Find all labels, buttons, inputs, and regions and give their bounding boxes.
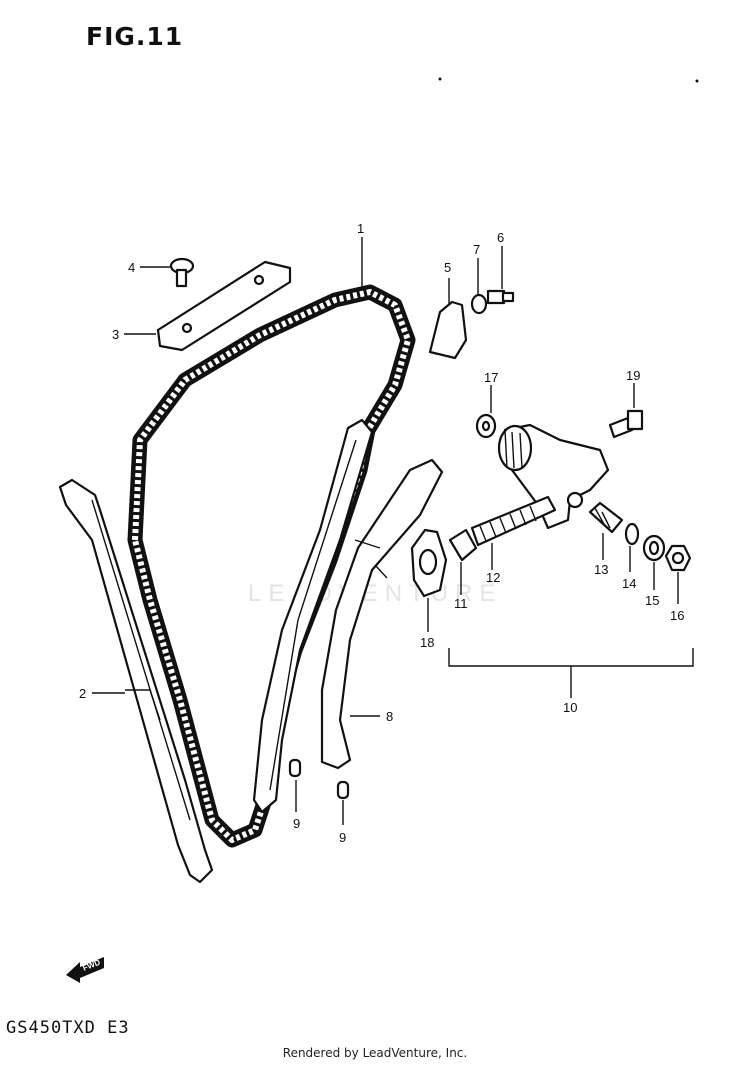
callout-10: 10 bbox=[563, 700, 577, 715]
guide-plate-screw[interactable] bbox=[169, 257, 195, 288]
washer-17[interactable] bbox=[475, 413, 497, 439]
callout-3: 3 bbox=[112, 327, 119, 342]
figure-title: FIG.11 bbox=[86, 22, 184, 51]
dot-mark bbox=[695, 79, 699, 83]
callout-16: 16 bbox=[670, 608, 684, 623]
callout-labels: 1 2 3 4 5 6 7 8 9 9 10 11 12 13 14 15 16… bbox=[79, 221, 684, 845]
callout-15: 15 bbox=[645, 593, 659, 608]
callout-6: 6 bbox=[497, 230, 504, 245]
callout-19: 19 bbox=[626, 368, 640, 383]
guide-damper-right[interactable] bbox=[336, 780, 350, 800]
tensioner-cushion[interactable] bbox=[428, 300, 468, 360]
callout-12: 12 bbox=[486, 570, 500, 585]
tensioner-body[interactable] bbox=[497, 423, 610, 530]
callout-9a: 9 bbox=[293, 816, 300, 831]
guide-plate[interactable] bbox=[156, 260, 292, 352]
tensioner-bolt-19[interactable] bbox=[608, 409, 644, 439]
tensioner-plunger-head[interactable] bbox=[448, 528, 478, 562]
guide-damper-left[interactable] bbox=[288, 758, 302, 778]
callout-8: 8 bbox=[386, 709, 393, 724]
callout-2: 2 bbox=[79, 686, 86, 701]
watermark: LEADVENTURE bbox=[248, 580, 503, 607]
callout-4: 4 bbox=[128, 260, 135, 275]
dot-mark bbox=[438, 77, 442, 81]
fwd-arrow-icon: FWD bbox=[66, 957, 104, 983]
chain-tensioner-guide[interactable] bbox=[320, 458, 444, 770]
lock-nut[interactable] bbox=[664, 544, 692, 572]
callout-14: 14 bbox=[622, 576, 636, 591]
callout-11: 11 bbox=[454, 596, 468, 611]
callout-13: 13 bbox=[594, 562, 608, 577]
chain-guide-rear[interactable] bbox=[58, 478, 214, 884]
lock-screw[interactable] bbox=[588, 501, 624, 534]
callout-5: 5 bbox=[444, 260, 451, 275]
render-credit: Rendered by LeadVenture, Inc. bbox=[282, 1046, 468, 1060]
tensioner-bolt-6[interactable] bbox=[486, 289, 515, 305]
model-code: GS450TXD E3 bbox=[6, 1018, 130, 1038]
callout-1: 1 bbox=[357, 221, 364, 236]
callout-17: 17 bbox=[484, 370, 498, 385]
leader-lines bbox=[92, 237, 694, 825]
washer-14[interactable] bbox=[624, 522, 640, 546]
washer-7[interactable] bbox=[470, 293, 488, 315]
washer-15[interactable] bbox=[642, 534, 666, 562]
chain-guide-front-rail[interactable] bbox=[252, 418, 374, 814]
callout-9b: 9 bbox=[339, 830, 346, 845]
tensioner-gasket[interactable] bbox=[410, 528, 448, 598]
callout-7: 7 bbox=[473, 242, 480, 257]
callout-18: 18 bbox=[420, 635, 434, 650]
tensioner-pushrod[interactable] bbox=[470, 495, 557, 547]
